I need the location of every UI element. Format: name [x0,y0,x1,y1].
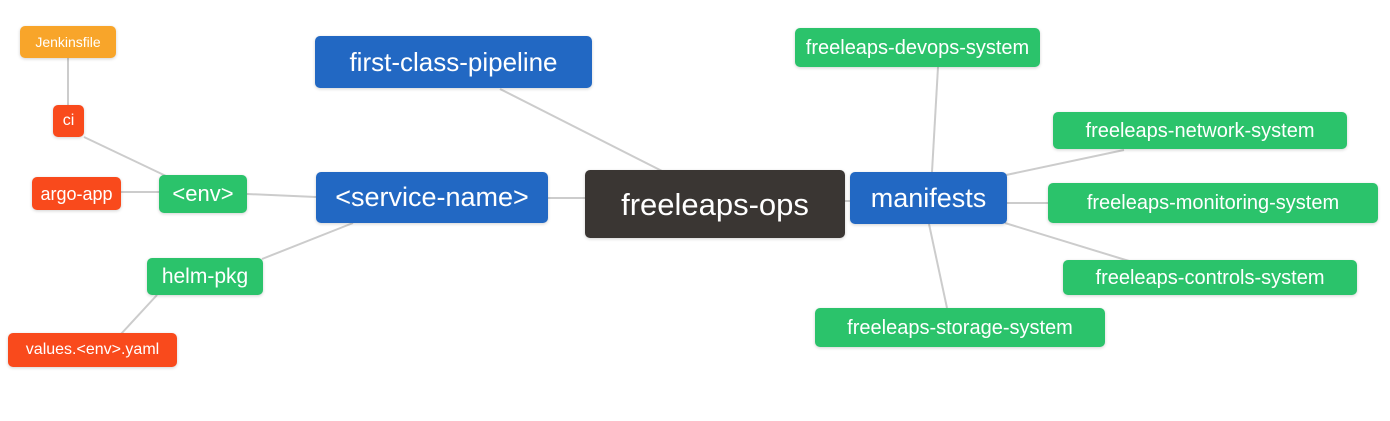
edge-manifests--storage-system [928,223,948,309]
node-freeleaps-ops[interactable]: freeleaps-ops [585,170,845,238]
edge-first-class-pipeline--freeleaps-ops [499,88,663,172]
node-values-env-yaml[interactable]: values.<env>.yaml [8,333,177,367]
node-service-name[interactable]: <service-name> [316,172,548,223]
edge-manifests--controls-system [1004,222,1130,262]
node-devops-system[interactable]: freeleaps-devops-system [795,28,1040,67]
node-controls-system[interactable]: freeleaps-controls-system [1063,260,1357,295]
node-env[interactable]: <env> [159,175,247,213]
node-monitoring-system[interactable]: freeleaps-monitoring-system [1048,183,1378,223]
edge-devops-system--manifests [931,66,939,173]
node-jenkinsfile[interactable]: Jenkinsfile [20,26,116,58]
node-helm-pkg[interactable]: helm-pkg [147,258,263,295]
edge-service-name--helm-pkg [261,222,354,260]
node-network-system[interactable]: freeleaps-network-system [1053,112,1347,149]
node-manifests[interactable]: manifests [850,172,1007,224]
edge-manifests--network-system [1005,149,1125,176]
edge-helm-pkg--values-env-yaml [120,294,158,335]
node-ci[interactable]: ci [53,105,84,137]
node-storage-system[interactable]: freeleaps-storage-system [815,308,1105,347]
node-argo-app[interactable]: argo-app [32,177,121,210]
node-first-class-pipeline[interactable]: first-class-pipeline [315,36,592,88]
edge-env--service-name [246,193,317,198]
edge-ci--env [83,136,167,177]
